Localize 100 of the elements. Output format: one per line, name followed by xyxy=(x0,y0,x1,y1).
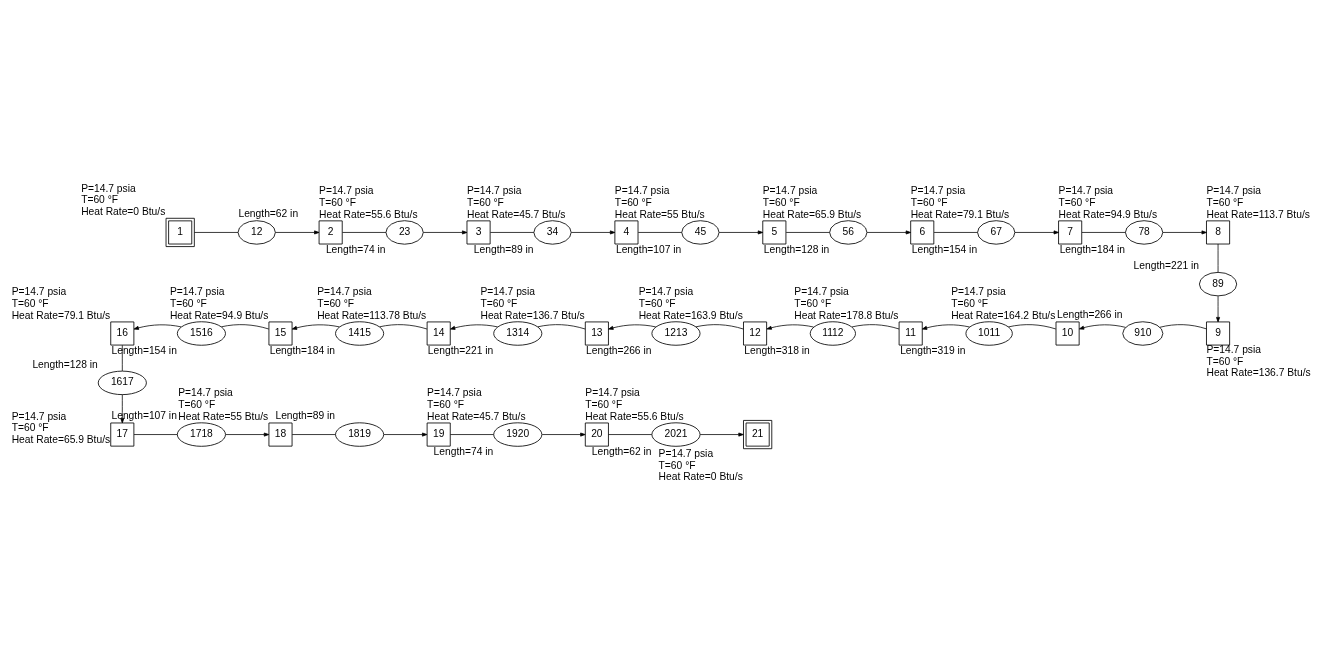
node-label: T=60 °F xyxy=(638,297,676,309)
node-label: Heat Rate=55.6 Btu/s xyxy=(585,410,684,422)
node-label: T=60 °F xyxy=(81,193,119,205)
node-ellipse: 67 xyxy=(977,219,1016,245)
connector xyxy=(1008,323,1057,329)
node-label: T=60 °F xyxy=(427,398,465,410)
node-ellipse: 910 xyxy=(1122,320,1164,346)
node-label: Length=89 in xyxy=(473,243,534,254)
node-label: T=60 °F xyxy=(319,196,356,208)
node-label: Heat Rate=113.78 Btu/s xyxy=(317,309,427,321)
node-label: P=14.7 psia xyxy=(319,184,374,196)
node-label: P=14.7 psia xyxy=(427,386,482,398)
node-box: 18 xyxy=(268,422,293,447)
arrow xyxy=(1078,323,1126,330)
node-label: Length=319 in xyxy=(900,344,966,356)
node-ellipse: 1718 xyxy=(176,421,226,447)
node-label: Length=221 in xyxy=(427,344,494,356)
node-label: T=60 °F xyxy=(910,196,948,208)
arrow xyxy=(699,432,744,436)
node-label: P=14.7 psia xyxy=(480,285,535,297)
arrow xyxy=(383,432,428,436)
node-ellipse: 1819 xyxy=(335,421,385,447)
node-label: Heat Rate=94.9 Btu/s xyxy=(1058,208,1158,220)
arrow xyxy=(225,432,270,436)
connector xyxy=(379,323,428,329)
connector xyxy=(933,231,978,233)
node-label: Heat Rate=79.1 Btu/s xyxy=(910,208,1010,220)
node-box: 14 xyxy=(426,321,451,345)
node-label: Heat Rate=45.7 Btu/s xyxy=(466,208,566,220)
node-label: Heat Rate=0 Btu/s xyxy=(81,205,166,217)
node-label: Heat Rate=79.1 Btu/s xyxy=(11,309,111,321)
arrow xyxy=(921,323,970,330)
node-label: T=60 °F xyxy=(480,297,518,309)
connector xyxy=(637,231,683,233)
node-label: Length=62 in xyxy=(591,445,652,457)
node-label: Heat Rate=55 Btu/s xyxy=(614,208,705,220)
connector xyxy=(695,323,744,329)
node-label: P=14.7 psia xyxy=(1058,184,1114,196)
connector xyxy=(121,344,123,371)
node-ellipse: 45 xyxy=(681,219,720,245)
node-label: Length=128 in xyxy=(32,358,98,370)
node-ellipse: 1213 xyxy=(651,320,701,346)
connector xyxy=(291,433,336,435)
node-label: P=14.7 psia xyxy=(638,285,694,297)
node-label: P=14.7 psia xyxy=(910,184,966,196)
node-box: 11 xyxy=(898,321,923,345)
node-ellipse: 1920 xyxy=(493,421,543,447)
node-box: 8 xyxy=(1206,219,1231,244)
node-box: 17 xyxy=(110,422,135,447)
node-label: Length=221 in xyxy=(1133,259,1199,271)
node-label: P=14.7 psia xyxy=(178,386,233,398)
node-label: P=14.7 psia xyxy=(658,447,714,459)
node-label: P=14.7 psia xyxy=(794,285,849,297)
node-label: T=60 °F xyxy=(178,398,216,410)
node-label: Heat Rate=164.2 Btu/s xyxy=(951,309,1056,321)
arrow xyxy=(1014,230,1059,234)
connector xyxy=(450,433,494,435)
node-label: P=14.7 psia xyxy=(81,182,136,194)
node-label: P=14.7 psia xyxy=(614,184,670,196)
node-box: 9 xyxy=(1206,321,1231,345)
node-box: 5 xyxy=(762,219,787,244)
node-label: T=60 °F xyxy=(762,196,800,208)
node-label: Length=74 in xyxy=(433,445,494,457)
node-label: Length=154 in xyxy=(111,344,177,356)
node-label: Length=154 in xyxy=(911,243,978,254)
node-box: 3 xyxy=(466,219,491,244)
connector xyxy=(342,231,387,233)
node-label: Heat Rate=55 Btu/s xyxy=(178,410,269,422)
connector xyxy=(537,323,586,329)
connector xyxy=(1217,243,1219,273)
arrow xyxy=(275,230,320,234)
node-box: 4 xyxy=(614,219,639,244)
arrow xyxy=(866,230,911,234)
connector xyxy=(133,433,178,435)
node-ellipse: 78 xyxy=(1125,219,1164,245)
node-box: 19 xyxy=(426,422,451,447)
node-ellipse: 12 xyxy=(237,219,276,245)
node-box: 16 xyxy=(110,321,135,345)
node-label: P=14.7 psia xyxy=(169,285,225,297)
node-label: Length=74 in xyxy=(325,243,386,254)
node-box: 12 xyxy=(743,321,768,345)
node-label: Length=89 in xyxy=(275,409,336,421)
node-label: Length=266 in xyxy=(1057,308,1123,320)
node-ellipse: 89 xyxy=(1199,271,1238,296)
arrow xyxy=(133,323,182,330)
node-ellipse: 1314 xyxy=(493,320,543,346)
arrow xyxy=(541,432,586,436)
connector xyxy=(608,433,653,435)
node-label: Heat Rate=136.7 Btu/s xyxy=(1206,366,1311,378)
connector xyxy=(194,231,239,233)
node-label: Heat Rate=113.7 Btu/s xyxy=(1206,208,1310,220)
arrow xyxy=(1216,295,1220,322)
arrow xyxy=(570,230,616,234)
node-label: Heat Rate=94.9 Btu/s xyxy=(169,309,269,321)
node-label: P=14.7 psia xyxy=(11,285,67,297)
arrow xyxy=(450,323,498,330)
node-label: Heat Rate=55.6 Btu/s xyxy=(319,208,418,220)
node-label: P=14.7 psia xyxy=(585,386,640,398)
node-label: Length=128 in xyxy=(763,243,830,254)
node-label: Heat Rate=178.8 Btu/s xyxy=(794,309,899,321)
